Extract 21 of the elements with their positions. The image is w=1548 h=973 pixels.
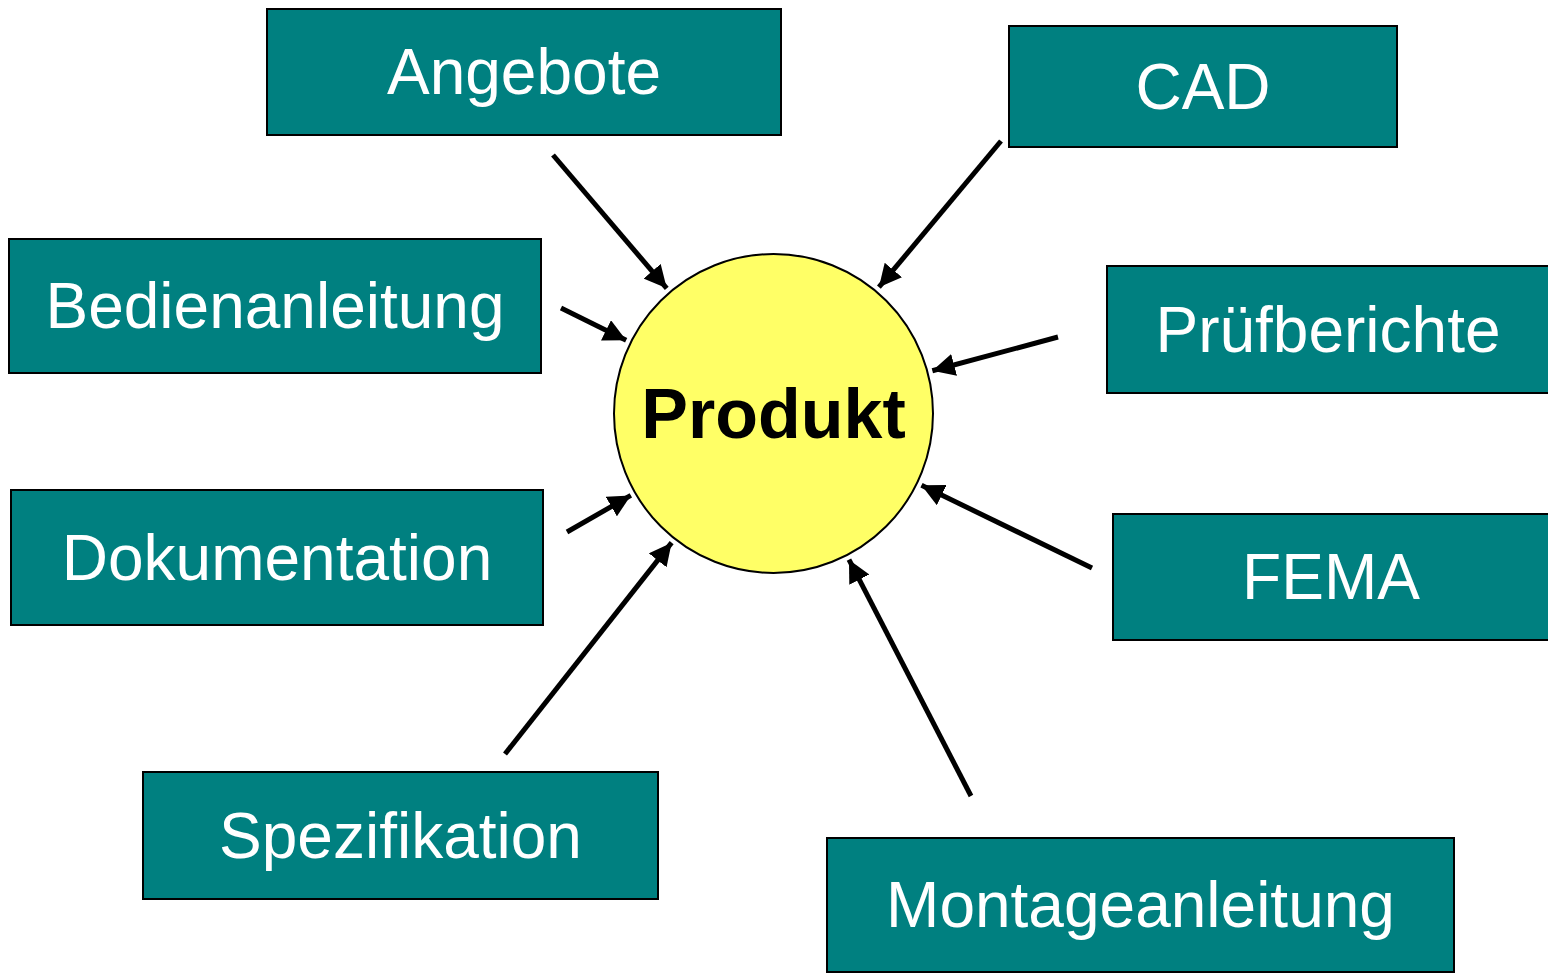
arrow [565,493,633,535]
document-box [8,238,542,374]
arrow [877,139,1003,289]
document-box [142,771,659,900]
document-box [1008,25,1398,148]
arrow [559,305,628,343]
document-box [826,837,1455,973]
node-label: CAD [1135,54,1271,119]
node-label: Dokumentation [61,525,493,590]
node-label: Produkt [641,378,906,449]
document-box [1112,513,1548,641]
arrow [551,153,669,290]
arrow [503,541,674,756]
arrow [931,334,1059,376]
node-label: FEMA [1242,545,1420,609]
document-box [1106,265,1548,394]
arrow [846,558,974,798]
document-box [266,8,782,136]
node-label: Prüfberichte [1155,297,1501,362]
arrow [920,483,1094,571]
document-box [10,489,544,626]
